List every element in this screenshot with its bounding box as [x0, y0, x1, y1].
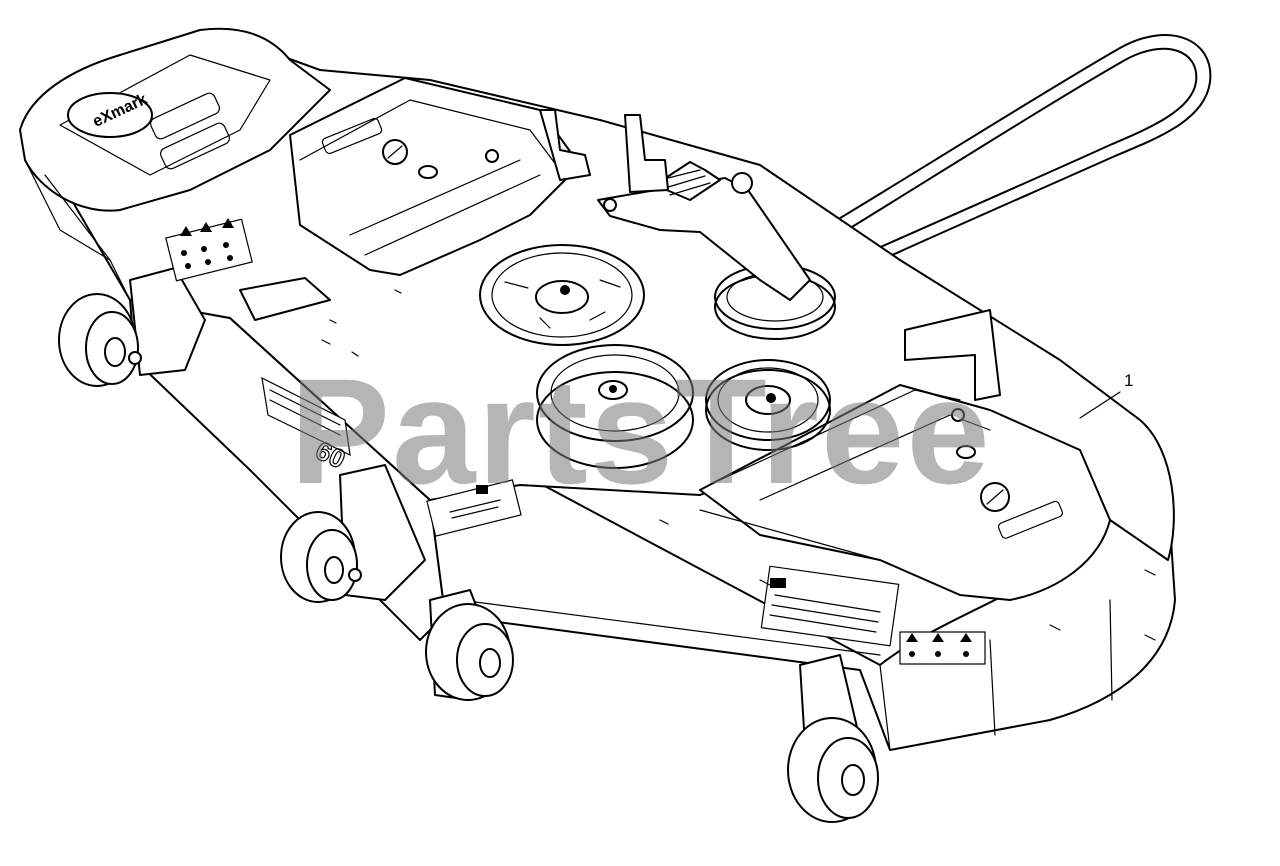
left-belt-cover: eXmark [19, 27, 331, 301]
gauge-wheel [58, 293, 142, 387]
brand-logo-badge [67, 92, 153, 138]
gauge-wheel [787, 717, 879, 823]
deck-slots [321, 289, 1156, 641]
right-spindle-pulley [705, 359, 831, 451]
safety-decals: 60 [165, 218, 986, 665]
parts-info-decal [426, 479, 522, 537]
drive-belt [689, 34, 1212, 319]
center-spindle-pulley [536, 344, 694, 469]
center-belt-cover [289, 77, 581, 276]
warning-decal [899, 631, 986, 665]
callout-number: 1 [1124, 371, 1134, 390]
idler-arm [597, 161, 811, 301]
gauge-wheel [425, 603, 514, 701]
gauge-wheels [58, 293, 879, 823]
warning-decal [165, 218, 253, 282]
right-belt-cover [699, 384, 1111, 601]
gauge-wheel [280, 511, 362, 603]
left-spindle-pulley [479, 244, 645, 346]
operator-instructions-decal [760, 565, 900, 647]
callout-leader-line [1079, 391, 1121, 419]
